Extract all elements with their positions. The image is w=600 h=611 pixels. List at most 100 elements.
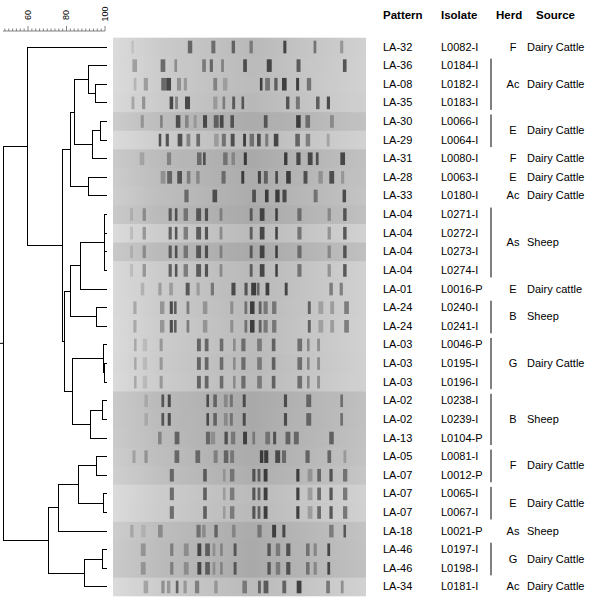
gel-band: [230, 115, 234, 128]
gel-band: [185, 97, 190, 110]
gel-band: [284, 152, 287, 165]
dendrogram-branch: [27, 47, 107, 245]
scale-tick: [35, 29, 36, 32]
gel-band: [285, 283, 288, 296]
gel-lane: [113, 522, 366, 541]
source-label: Dairy Cattle: [527, 78, 584, 91]
gel-band: [252, 488, 255, 501]
gel-band: [260, 264, 265, 277]
gel-band: [250, 264, 253, 277]
gel-band: [232, 97, 235, 110]
gel-band: [224, 450, 229, 463]
gel-band: [314, 543, 317, 556]
gel-band: [330, 320, 334, 333]
gel-band: [177, 78, 181, 91]
gel-band: [220, 339, 224, 352]
gel-band: [213, 543, 216, 556]
pattern-label: LA-18: [383, 525, 412, 538]
gel-band: [205, 543, 210, 556]
scale-tick: [74, 29, 75, 32]
scale-tick: [8, 29, 9, 32]
dendrogram-branch: [103, 345, 107, 373]
gel-lane: [113, 38, 366, 57]
group-bracket: [491, 59, 492, 110]
gel-band: [222, 171, 226, 184]
gel-band: [260, 450, 263, 463]
gel-band: [210, 59, 213, 72]
gel-band: [282, 450, 286, 463]
pattern-label: LA-46: [383, 562, 412, 575]
gel-band: [141, 115, 144, 128]
herd-label: E: [509, 171, 516, 184]
gel-band: [184, 264, 188, 277]
pattern-label: LA-30: [383, 115, 412, 128]
pattern-label: LA-03: [383, 338, 412, 351]
gel-lane: [113, 56, 366, 75]
gel-band: [251, 283, 256, 296]
herd-label: Ac: [507, 189, 520, 202]
isolate-label: L0066-I: [441, 115, 478, 128]
isolate-label: L0046-P: [441, 338, 483, 351]
gel-lane: [113, 578, 366, 597]
gel-band: [308, 301, 311, 314]
gel-band: [317, 506, 321, 519]
gel-band: [132, 97, 135, 110]
gel-band: [186, 283, 190, 296]
pattern-label: LA-34: [383, 580, 412, 593]
gel-band: [265, 134, 268, 147]
gel-lane: [113, 447, 366, 466]
similarity-scale: [3, 26, 105, 31]
gel-band: [264, 581, 269, 594]
pattern-label: LA-04: [383, 245, 412, 258]
source-label: Dairy Cattle: [527, 189, 584, 202]
gel-band: [195, 450, 200, 463]
gel-band: [304, 171, 308, 184]
dendrogram-branch: [96, 308, 107, 327]
gel-band: [244, 301, 247, 314]
gel-band: [329, 283, 332, 296]
gel-lane: [113, 131, 366, 150]
gel-band: [205, 562, 210, 575]
gel-band: [296, 78, 299, 91]
gel-band: [196, 208, 201, 221]
gel-band: [314, 190, 318, 203]
gel-band: [170, 469, 174, 482]
gel-band: [343, 506, 347, 519]
pattern-label: LA-03: [383, 357, 412, 370]
gel-band: [233, 357, 236, 370]
gel-band: [184, 581, 187, 594]
gel-band: [143, 376, 147, 389]
dendrogram-branch: [92, 131, 107, 159]
pattern-label: LA-03: [383, 376, 412, 389]
gel-band: [257, 357, 262, 370]
gel-band: [143, 227, 146, 240]
gel-band: [175, 227, 178, 240]
gel-band: [232, 152, 235, 165]
isolate-label: L0272-I: [441, 227, 478, 240]
gel-band: [144, 450, 147, 463]
scale-tick: [85, 29, 86, 32]
gel-band: [272, 339, 276, 352]
gel-band: [206, 413, 209, 426]
gel-band: [206, 432, 210, 445]
gel-band: [260, 208, 265, 221]
gel-band: [206, 394, 209, 407]
herd-label: As: [507, 236, 520, 249]
gel-band: [307, 339, 310, 352]
gel-band: [272, 357, 276, 370]
herd-label: B: [509, 310, 516, 323]
herd-label: G: [509, 553, 518, 566]
gel-lane: [113, 429, 366, 448]
gel-band: [170, 97, 174, 110]
gel-band: [188, 41, 192, 54]
herd-label: F: [510, 459, 517, 472]
gel-band: [170, 320, 173, 333]
scale-tick: [24, 29, 25, 32]
gel-band: [316, 152, 319, 165]
isolate-label: L0274-I: [441, 264, 478, 277]
gel-band: [220, 246, 223, 259]
gel-band: [144, 78, 148, 91]
gel-band: [317, 376, 320, 389]
gel-band: [196, 525, 200, 538]
gel-band: [340, 283, 343, 296]
